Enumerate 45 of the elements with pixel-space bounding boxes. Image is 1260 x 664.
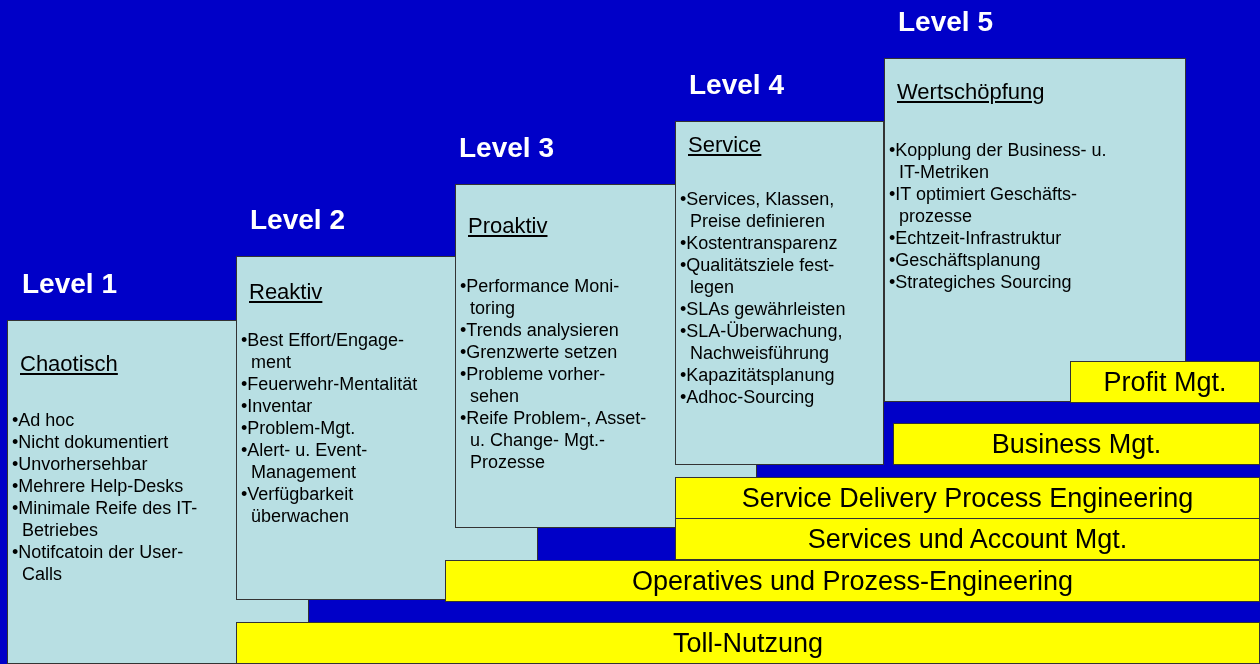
stage-title: Wertschöpfung: [897, 79, 1045, 105]
bullet-point: •Kopplung der Business- u. IT-Metriken: [889, 139, 1108, 183]
bullet-point: •Geschäftsplanung: [889, 249, 1042, 271]
capability-bar: Service Delivery Process Engineering: [675, 477, 1260, 519]
bullet-point: •Inventar: [241, 395, 314, 417]
bullet-point: •Reife Problem-, Asset- u. Change- Mgt.-Prozesse: [460, 407, 648, 473]
level-heading: Level 4: [689, 69, 784, 101]
stage-title: Reaktiv: [249, 279, 323, 305]
capability-bar: Toll-Nutzung: [236, 622, 1260, 664]
level-heading: Level 2: [250, 204, 345, 236]
capability-bar: Services und Account Mgt.: [675, 518, 1260, 560]
bullet-point: •SLAs gewährleisten: [680, 298, 847, 320]
bullet-point: •Adhoc-Sourcing: [680, 386, 816, 408]
stage-title: Proaktiv: [468, 213, 548, 239]
level-heading: Level 3: [459, 132, 554, 164]
bullet-point: •Problem-Mgt.: [241, 417, 357, 439]
bullet-point: •Qualitätsziele fest- legen: [680, 254, 836, 298]
bullet-point: •IT optimiert Geschäfts- prozesse: [889, 183, 1079, 227]
capability-bar: Business Mgt.: [893, 423, 1260, 465]
level-heading: Level 5: [898, 6, 993, 38]
bullet-point: •Unvorhersehbar: [12, 453, 149, 475]
stage-title: Service: [688, 132, 762, 158]
bullet-point: •Grenzwerte setzen: [460, 341, 619, 363]
bullet-point: •Ad hoc: [12, 409, 76, 431]
bullet-point: •SLA-Überwachung, Nachweisführung: [680, 320, 844, 364]
bullet-point: •Strategiches Sourcing: [889, 271, 1073, 293]
bullet-point: •Alert- u. Event- Management: [241, 439, 369, 483]
bullet-point: •Notifcatoin der User- Calls: [12, 541, 185, 585]
bullet-point: •Services, Klassen, Preise definieren: [680, 188, 836, 232]
bullet-point: •Probleme vorher- sehen: [460, 363, 607, 407]
level-heading: Level 1: [22, 268, 117, 300]
bullet-point: •Trends analysieren: [460, 319, 620, 341]
bullet-point: •Mehrere Help-Desks: [12, 475, 185, 497]
bullet-point: •Minimale Reife des IT-Betriebes: [12, 497, 199, 541]
bullet-point: •Nicht dokumentiert: [12, 431, 170, 453]
bullet-point: •Performance Moni- toring: [460, 275, 621, 319]
bullet-point: •Feuerwehr-Mentalität: [241, 373, 419, 395]
capability-bar: Operatives und Prozess-Engineering: [445, 560, 1260, 602]
bullet-point: •Kapazitätsplanung: [680, 364, 836, 386]
bullet-point: •Kostentransparenz: [680, 232, 839, 254]
bullet-point: •Echtzeit-Infrastruktur: [889, 227, 1063, 249]
bullet-point: •Verfügbarkeit überwachen: [241, 483, 355, 527]
capability-bar: Profit Mgt.: [1070, 361, 1260, 403]
stage-title: Chaotisch: [20, 351, 118, 377]
bullet-point: •Best Effort/Engage- ment: [241, 329, 406, 373]
